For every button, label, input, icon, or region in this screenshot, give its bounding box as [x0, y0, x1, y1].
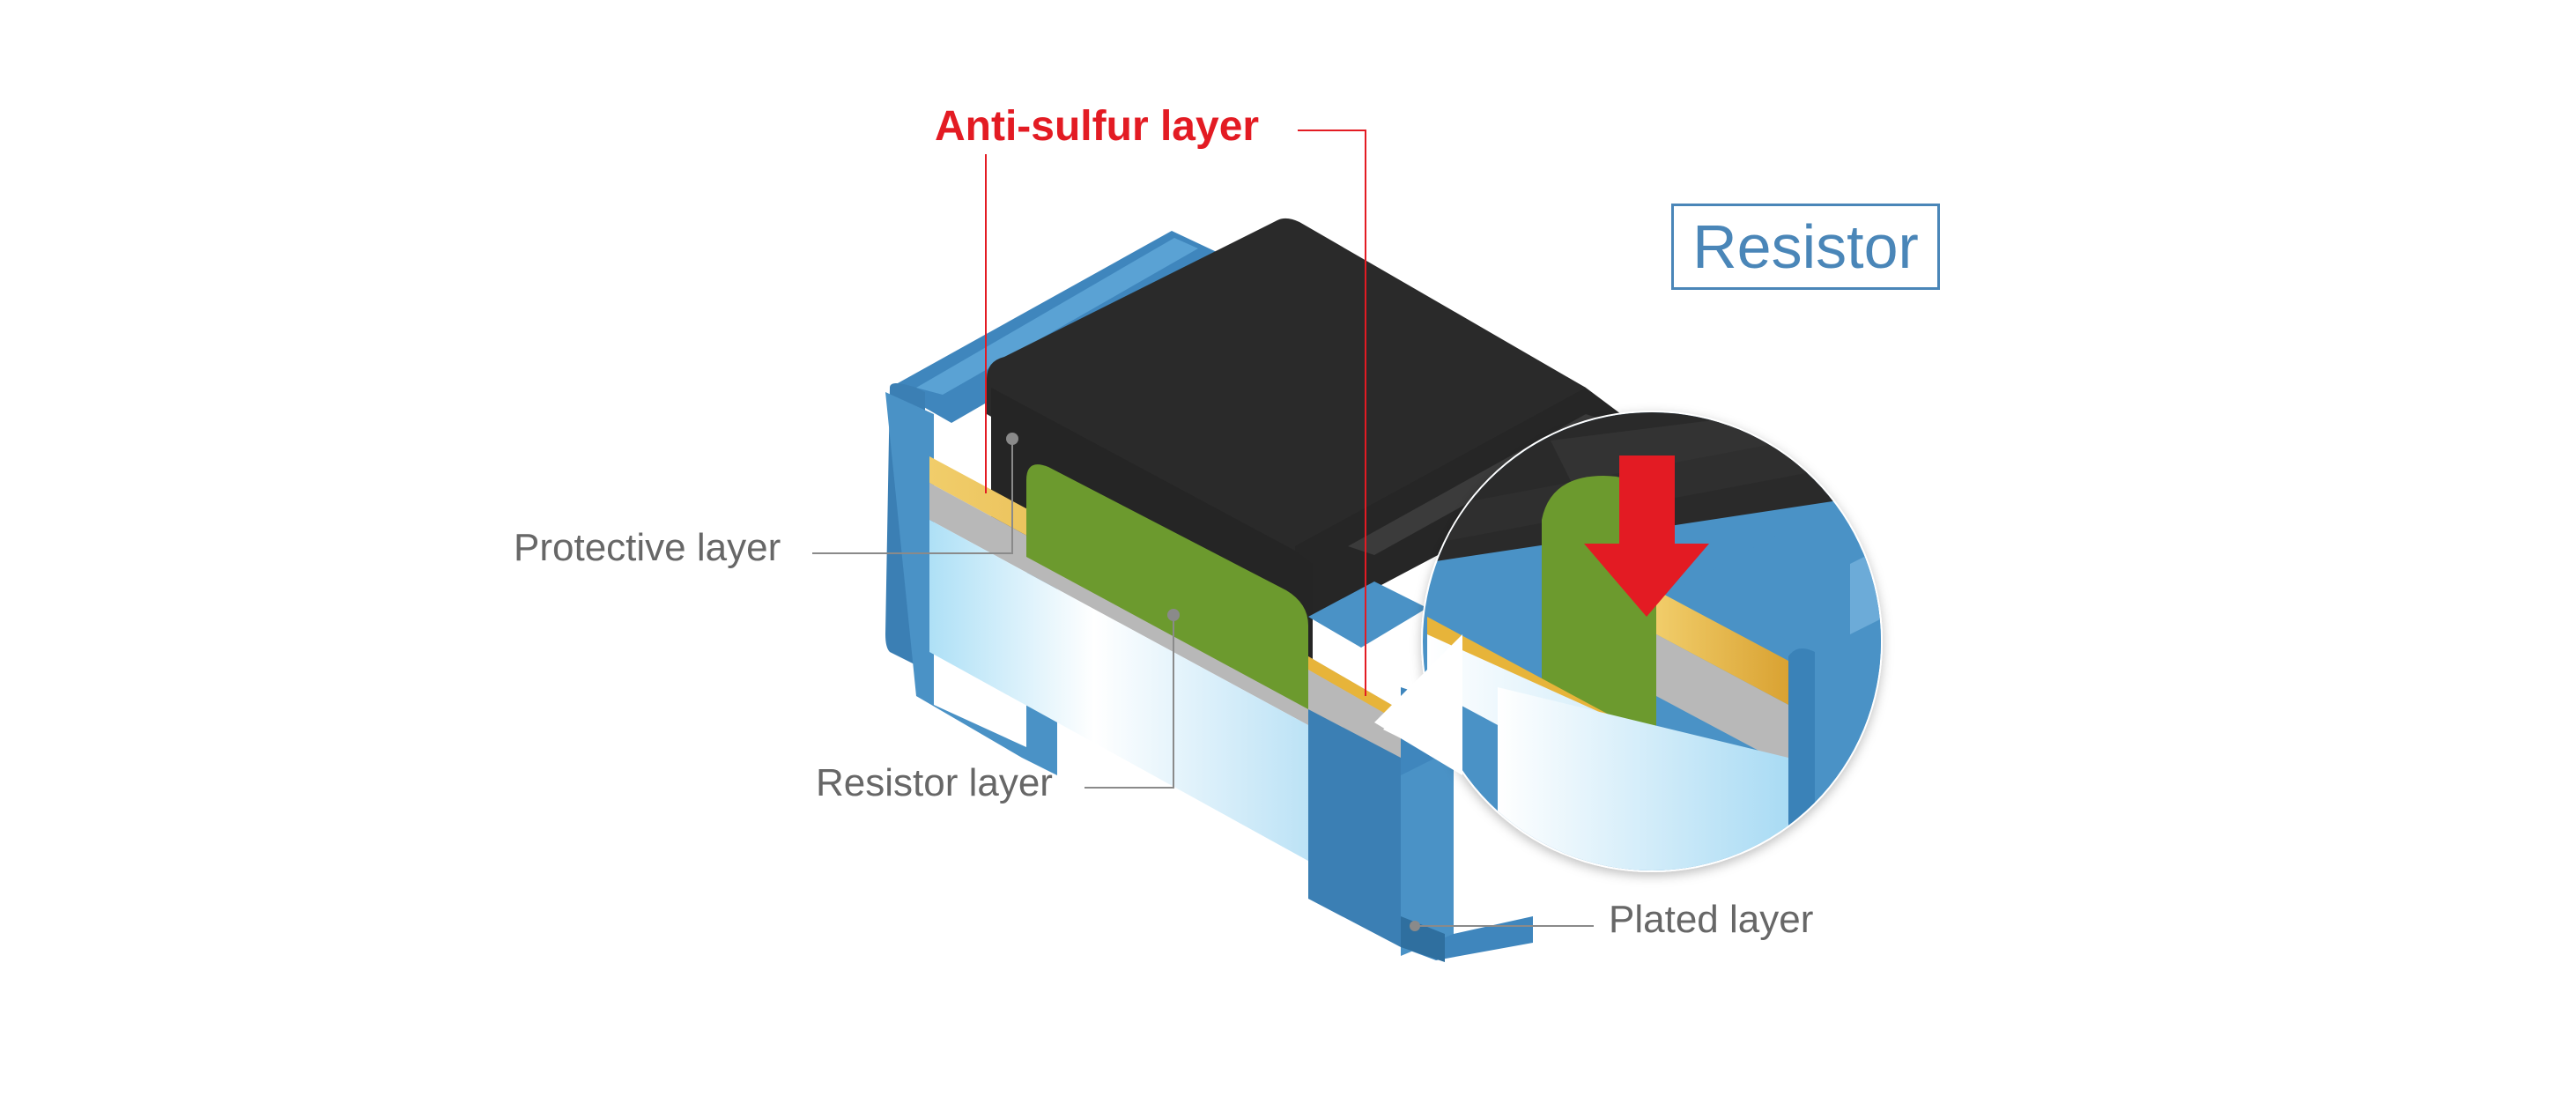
anti-sulfur-leader-right — [1298, 130, 1366, 696]
diagram-title: Resistor — [1692, 212, 1919, 281]
title-box: Resistor — [1671, 204, 1940, 290]
protective-leader — [812, 439, 1013, 554]
resistor-layer-label: Resistor layer — [816, 761, 1053, 804]
front-cut-face — [929, 456, 1401, 912]
anti-sulfur-layer-label: Anti-sulfur layer — [935, 103, 1260, 150]
down-arrow-icon — [1584, 456, 1709, 617]
plated-layer-label: Plated layer — [1609, 898, 1814, 941]
protective-leader-dot — [1006, 433, 1018, 445]
resistor-leader — [1084, 615, 1174, 789]
resistor-leader-dot — [1167, 609, 1180, 621]
plated-leader-dot — [1410, 921, 1420, 931]
protective-layer-label: Protective layer — [514, 526, 781, 569]
leader-lines — [812, 130, 1594, 931]
